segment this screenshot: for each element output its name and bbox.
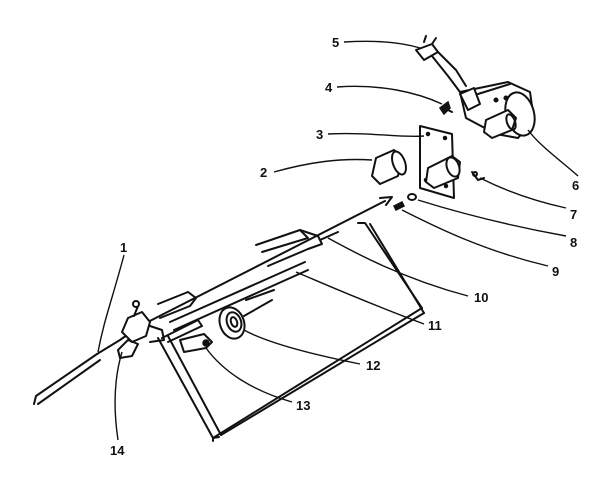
bushing bbox=[371, 149, 407, 185]
support-frame bbox=[157, 222, 425, 442]
washer bbox=[407, 193, 417, 201]
callout-2: 2 bbox=[260, 165, 267, 180]
small-screw bbox=[392, 200, 406, 212]
screw bbox=[438, 100, 453, 116]
callout-7: 7 bbox=[570, 207, 577, 222]
leader-lines bbox=[97, 40, 579, 441]
callout-1: 1 bbox=[120, 240, 127, 255]
callout-5: 5 bbox=[332, 35, 339, 50]
callout-10: 10 bbox=[474, 290, 488, 305]
counterweight-wheel bbox=[218, 299, 273, 340]
callout-13: 13 bbox=[296, 398, 310, 413]
spit-rod bbox=[33, 196, 393, 405]
callout-11: 11 bbox=[428, 318, 442, 333]
spit-fork-rear bbox=[255, 229, 339, 267]
callout-9: 9 bbox=[552, 264, 559, 279]
callout-14: 14 bbox=[110, 443, 125, 458]
rotisserie-motor bbox=[459, 81, 536, 139]
spit-handle bbox=[117, 300, 165, 359]
callout-6: 6 bbox=[572, 178, 579, 193]
callout-8: 8 bbox=[570, 235, 577, 250]
power-plug bbox=[415, 35, 467, 93]
mounting-plate bbox=[419, 125, 461, 199]
callout-4: 4 bbox=[325, 80, 333, 95]
callout-12: 12 bbox=[366, 358, 380, 373]
spit-sleeve bbox=[169, 261, 309, 331]
fork-thumb-screw bbox=[179, 333, 213, 353]
callout-3: 3 bbox=[316, 127, 323, 142]
callout-labels: 1 2 3 4 5 6 7 8 9 10 11 12 13 14 bbox=[110, 35, 579, 458]
spit-fork-front bbox=[157, 291, 203, 343]
